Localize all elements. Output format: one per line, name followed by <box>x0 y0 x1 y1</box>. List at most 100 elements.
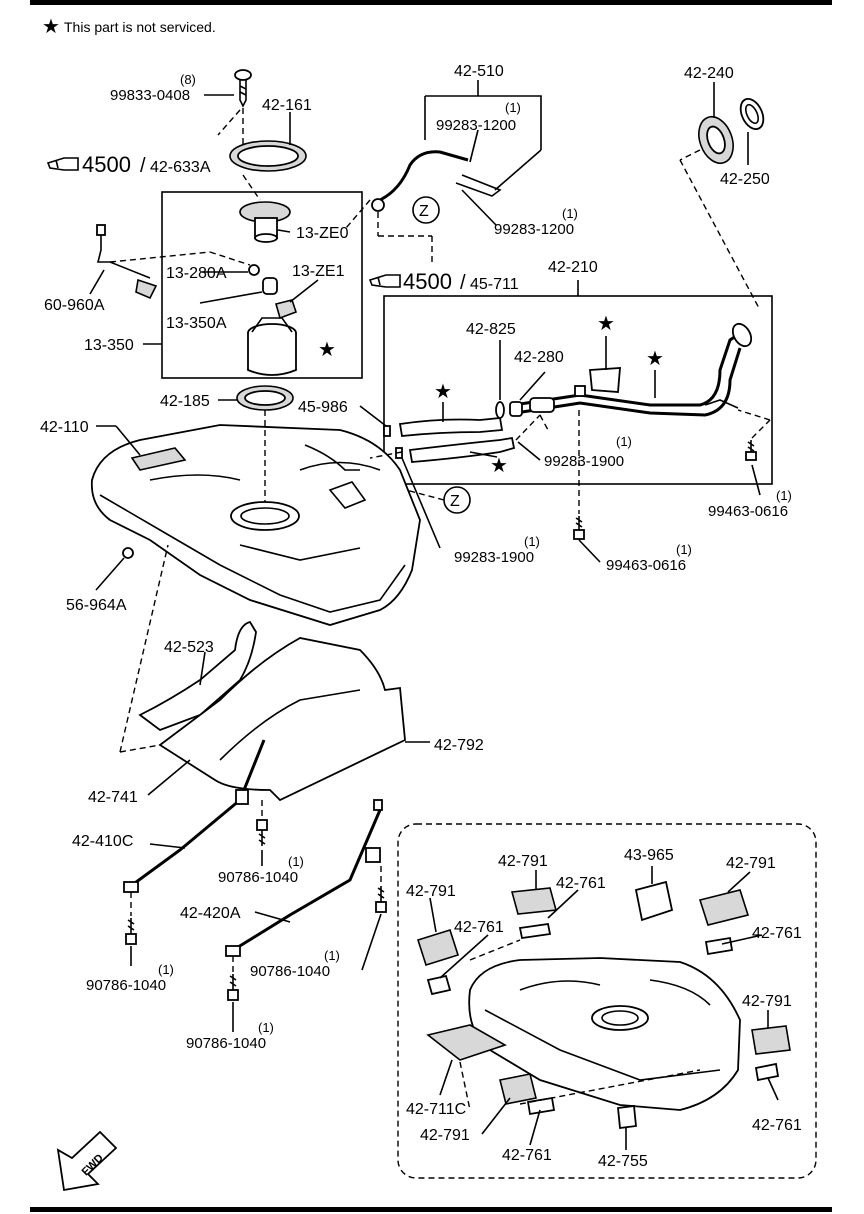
label-99283-1200-b: 99283-1200 <box>494 221 574 238</box>
star-13-350a: ★ <box>318 339 336 361</box>
ref-a-num: 4500 <box>82 152 131 177</box>
label-13-280a: 13-280A <box>166 265 227 282</box>
label-42-791-d: 42-791 <box>742 993 792 1010</box>
label-99463-0616-b: 99463-0616 <box>606 557 686 574</box>
label-qty-1040-b: (1) <box>324 948 340 963</box>
star-hose-a: ★ <box>434 381 452 403</box>
z-marker-top: Z <box>412 196 440 224</box>
label-42-761-e: 42-761 <box>752 1117 802 1134</box>
lock-ring-42-161 <box>229 140 307 172</box>
label-99283-1200-a: 99283-1200 <box>436 117 516 134</box>
label-13-ze1: 13-ZE1 <box>292 263 345 280</box>
label-42-791-b: 42-791 <box>726 855 776 872</box>
label-42-741: 42-741 <box>88 789 138 806</box>
label-99283-1900-b: 99283-1900 <box>454 549 534 566</box>
label-42-420a: 42-420A <box>180 905 241 922</box>
filter-13-280a <box>248 264 260 276</box>
insulator-group-box <box>397 823 817 1179</box>
label-42-755: 42-755 <box>598 1153 648 1170</box>
filler-pipe-42-210 <box>519 322 753 417</box>
label-42-110: 42-110 <box>40 419 89 436</box>
bottom-border <box>30 1207 832 1212</box>
label-qty-0616-a: (1) <box>776 488 792 503</box>
star-42-210-b: ★ <box>646 348 664 370</box>
label-qty-1040-a: (1) <box>288 854 304 869</box>
label-qty-1040-d: (1) <box>258 1020 274 1035</box>
pump-flange-13-ze0 <box>239 201 291 243</box>
label-90786-1040-c: 90786-1040 <box>86 977 166 994</box>
hoses-42-210 <box>398 397 555 463</box>
ref-a-code: 42-633A <box>150 159 211 176</box>
ref-b-num: 4500 <box>403 269 452 294</box>
label-45-986: 45-986 <box>298 399 348 416</box>
label-56-964a: 56-964A <box>66 597 127 614</box>
label-qty-8: (8) <box>180 72 196 87</box>
insulator-42-523 <box>138 620 257 732</box>
insulator-42-792 <box>158 637 406 802</box>
label-99463-0616-a: 99463-0616 <box>708 503 788 520</box>
clip-56-964a <box>122 547 134 559</box>
label-42-761-c: 42-761 <box>752 925 802 942</box>
insulator-pads <box>416 880 791 1130</box>
star-42-210-a: ★ <box>597 313 615 335</box>
label-qty-1200-b: (1) <box>562 206 578 221</box>
label-42-185: 42-185 <box>160 393 210 410</box>
pump-assembly-box <box>161 191 363 379</box>
label-qty-510: (1) <box>505 100 521 115</box>
label-43-965: 43-965 <box>624 847 674 864</box>
screw-99833 <box>234 69 252 108</box>
label-42-791-a: 42-791 <box>498 853 548 870</box>
label-42-792: 42-792 <box>434 737 484 754</box>
label-42-250: 42-250 <box>720 171 770 188</box>
label-42-791-e: 42-791 <box>420 1127 470 1144</box>
bolt-90786-1040-a <box>256 819 268 846</box>
pump-body-13-350a <box>247 317 297 376</box>
strap-42-410c <box>123 739 266 893</box>
bracket-42-510 <box>424 95 542 150</box>
label-99283-1900-a: 99283-1900 <box>544 453 624 470</box>
label-42-791-c: 42-791 <box>406 883 456 900</box>
label-90786-1040-a: 90786-1040 <box>218 869 298 886</box>
label-qty-1040-c: (1) <box>158 962 174 977</box>
filler-cap-42-240 <box>698 115 734 165</box>
label-60-960a: 60-960A <box>44 297 105 314</box>
ref-b-sep: / <box>460 272 466 294</box>
label-42-240: 42-240 <box>684 65 734 82</box>
gasket-42-250 <box>739 97 765 131</box>
label-42-523: 42-523 <box>164 639 214 656</box>
label-42-280: 42-280 <box>514 349 564 366</box>
top-border <box>30 0 832 5</box>
label-42-711c: 42-711C <box>406 1101 466 1118</box>
label-13-350: 13-350 <box>84 337 134 354</box>
label-qty-1900-b: (1) <box>524 534 540 549</box>
ref-b-code: 45-711 <box>470 276 519 293</box>
star-hose-b: ★ <box>490 455 508 477</box>
label-42-161: 42-161 <box>262 97 312 114</box>
z-marker-top-label: Z <box>419 203 429 220</box>
forward-arrow-icon: FWD <box>56 1130 118 1192</box>
reference-arrow-icon <box>46 157 79 171</box>
star-patch-42-210 <box>589 367 621 393</box>
fuel-tank-42-110 <box>90 424 421 626</box>
sender-wire-60-960a <box>96 224 158 300</box>
label-13-350a: 13-350A <box>166 315 227 332</box>
z-marker-tank-label: Z <box>450 493 460 510</box>
bolt-90786-1040-d <box>227 974 239 1001</box>
vent-hose-42-510 <box>371 150 502 212</box>
legend-note: This part is not serviced. <box>64 19 216 35</box>
bolt-99463-0616-right <box>745 440 757 461</box>
bolt-99463-0616-center <box>573 516 585 540</box>
label-42-510: 42-510 <box>454 63 504 80</box>
ref-a-sep: / <box>140 155 146 177</box>
label-42-761-d: 42-761 <box>502 1147 552 1164</box>
label-42-761-b: 42-761 <box>454 919 504 936</box>
label-42-825: 42-825 <box>466 321 516 338</box>
bolt-90786-1040-b <box>125 918 137 945</box>
bolt-90786-1040-c <box>375 886 387 913</box>
label-13-ze0: 13-ZE0 <box>296 225 349 242</box>
label-99833-0408: 99833-0408 <box>110 87 190 104</box>
label-42-761-a: 42-761 <box>556 875 606 892</box>
part-13-ze1 <box>262 277 298 320</box>
label-qty-0616-b: (1) <box>676 542 692 557</box>
